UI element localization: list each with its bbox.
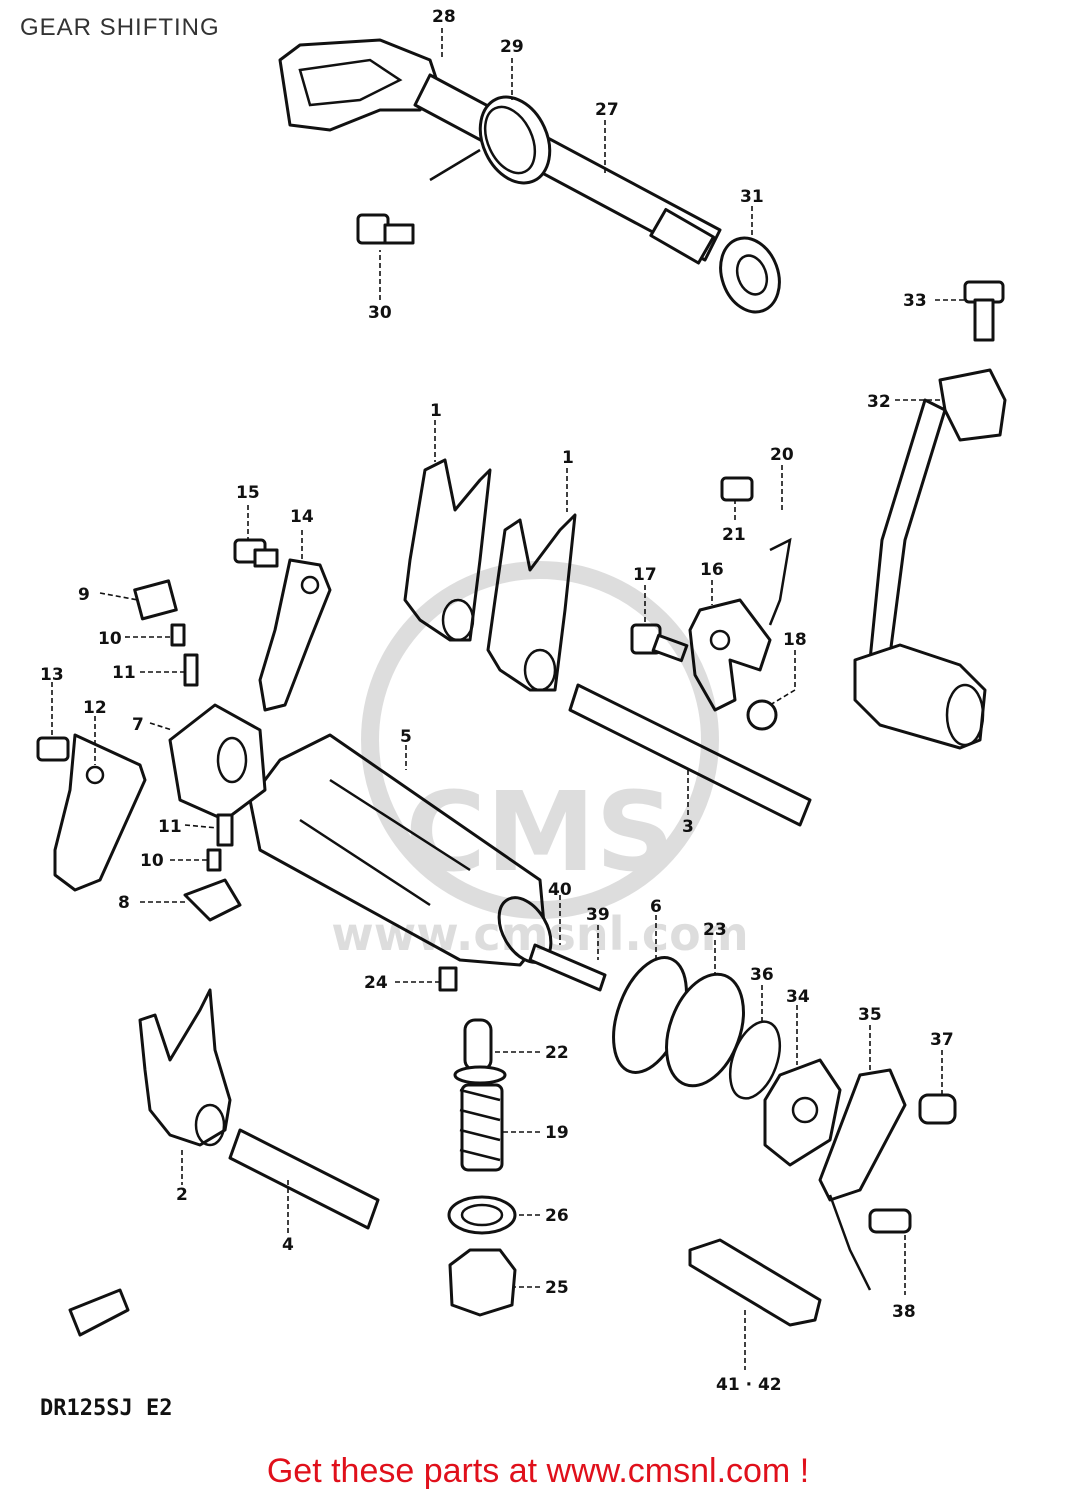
leader-lines [51, 28, 965, 1370]
shift-arm [688, 598, 772, 712]
gearshift-lever [853, 280, 1007, 750]
watermark-url-text: www.cmsnl.com [331, 907, 748, 961]
callout-6: 6 [650, 897, 662, 917]
gear-shifting-diagram: 28 29 27 31 30 33 32 1 1 20 21 15 14 17 … [36, 7, 1007, 1395]
callout-12: 12 [83, 698, 107, 718]
callout-41-42: 41 · 42 [716, 1375, 782, 1395]
callout-25: 25 [545, 1278, 569, 1298]
callout-30: 30 [368, 303, 392, 323]
callout-1a: 1 [430, 401, 442, 421]
callout-2: 2 [176, 1185, 188, 1205]
shift-drum [248, 733, 553, 967]
bracket-bottom-left [68, 1288, 130, 1337]
callout-36: 36 [750, 965, 774, 985]
callout-10b: 10 [140, 851, 164, 871]
callout-31: 31 [740, 187, 764, 207]
oil-seal [719, 236, 781, 314]
callout-15: 15 [236, 483, 260, 503]
shift-cam [168, 703, 267, 822]
drum-stopper-plate [53, 733, 147, 892]
page-title: GEAR SHIFTING [20, 14, 220, 41]
shift-fork-middle [486, 513, 577, 692]
callout-34: 34 [786, 987, 810, 1007]
fork-shaft [568, 683, 812, 827]
callout-26: 26 [545, 1206, 569, 1226]
callout-21: 21 [722, 525, 746, 545]
shift-fork-upper [403, 458, 492, 642]
callout-27: 27 [595, 100, 619, 120]
callout-18: 18 [783, 630, 807, 650]
callout-33: 33 [903, 291, 927, 311]
watermark-logo-text: CMS [405, 768, 674, 896]
pin-and-spring-parts [36, 476, 792, 992]
callout-5: 5 [400, 727, 412, 747]
callout-22: 22 [545, 1043, 569, 1063]
callout-17: 17 [633, 565, 657, 585]
callout-3: 3 [682, 817, 694, 837]
callout-37: 37 [930, 1030, 954, 1050]
callout-7: 7 [132, 715, 144, 735]
callout-38: 38 [892, 1302, 916, 1322]
callout-10a: 10 [98, 629, 122, 649]
callout-11a: 11 [112, 663, 136, 683]
callout-28: 28 [432, 7, 456, 27]
callout-4: 4 [282, 1235, 294, 1255]
shaft-spring [429, 95, 552, 185]
callout-23: 23 [703, 920, 727, 940]
callout-20: 20 [770, 445, 794, 465]
callout-14: 14 [290, 507, 314, 527]
cmsnl-watermark: CMS www.cmsnl.com [331, 561, 749, 961]
callout-13: 13 [40, 665, 64, 685]
callout-39: 39 [586, 905, 610, 925]
callout-1b: 1 [562, 448, 574, 468]
callout-32: 32 [867, 392, 891, 412]
stopper-bolt [356, 213, 415, 245]
callout-40: 40 [548, 880, 572, 900]
callout-16: 16 [700, 560, 724, 580]
callout-9: 9 [78, 585, 90, 605]
callout-35: 35 [858, 1005, 882, 1025]
callout-labels: 28 29 27 31 30 33 32 1 1 20 21 15 14 17 … [40, 7, 954, 1395]
callout-8: 8 [118, 893, 130, 913]
shift-pawl-plate [258, 558, 332, 712]
callout-19: 19 [545, 1123, 569, 1143]
callout-11b: 11 [158, 817, 182, 837]
callout-24: 24 [364, 973, 388, 993]
neutral-switch-assembly [612, 956, 957, 1327]
shift-fork-lower [138, 988, 232, 1147]
model-code: DR125SJ E2 [40, 1396, 173, 1421]
callout-29: 29 [500, 37, 524, 57]
footer-link-text[interactable]: Get these parts at www.cmsnl.com ! [266, 1452, 810, 1490]
fork-shaft-lower [228, 1128, 380, 1230]
stopper-plunger [447, 1018, 517, 1317]
